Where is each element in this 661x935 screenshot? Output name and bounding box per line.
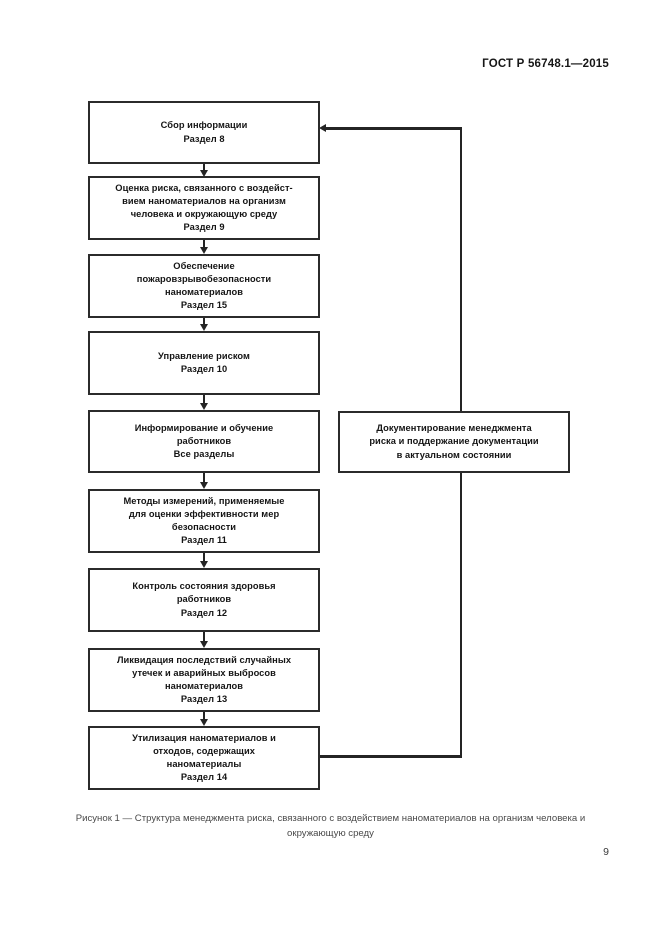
connector-1-to-2 bbox=[202, 164, 206, 171]
flow-node-documentation[interactable]: Документирование менеджмента риска и под… bbox=[338, 411, 570, 473]
connector-5-to-6 bbox=[202, 473, 206, 482]
connector-2-to-3 bbox=[202, 240, 206, 247]
flow-node-accident-response[interactable]: Ликвидация последствий случайных утечек … bbox=[88, 648, 320, 712]
flow-node-risk-management[interactable]: Управление риском Раздел 10 bbox=[88, 331, 320, 395]
flow-node-collect-information[interactable]: Сбор информации Раздел 8 bbox=[88, 101, 320, 164]
arrowhead-8-to-9 bbox=[199, 719, 208, 726]
flow-node-label: Ликвидация последствий случайных утечек … bbox=[116, 654, 292, 705]
flow-node-label: Контроль состояния здоровья работников Р… bbox=[132, 581, 276, 618]
connector-4-to-5 bbox=[202, 395, 206, 403]
page-number: 9 bbox=[603, 846, 609, 858]
connector-8-to-9 bbox=[202, 712, 206, 719]
flow-node-worker-information-training[interactable]: Информирование и обучение работников Все… bbox=[88, 410, 320, 473]
flow-node-fire-explosion-safety[interactable]: Обеспечение пожаровзрывобезопасности нан… bbox=[88, 254, 320, 318]
arrowhead-6-to-7 bbox=[199, 561, 208, 568]
connector-6-to-7 bbox=[202, 553, 206, 561]
arrowhead-2-to-3 bbox=[199, 247, 208, 254]
feedback-bottom-segment bbox=[313, 755, 462, 758]
arrowhead-5-to-6 bbox=[199, 482, 208, 489]
connector-7-to-8 bbox=[202, 632, 206, 641]
standard-header: ГОСТ Р 56748.1—2015 bbox=[482, 58, 609, 70]
flow-node-label: Документирование менеджмента риска и под… bbox=[369, 423, 539, 460]
flow-node-measurement-methods[interactable]: Методы измерений, применяемые для оценки… bbox=[88, 489, 320, 553]
connector-3-to-4 bbox=[202, 318, 206, 324]
feedback-top-segment bbox=[326, 127, 462, 130]
arrowhead-4-to-5 bbox=[199, 403, 208, 410]
flow-node-label: Сбор информации Раздел 8 bbox=[160, 120, 248, 144]
flow-node-waste-disposal[interactable]: Утилизация наноматериалов и отходов, сод… bbox=[88, 726, 320, 790]
arrowhead-3-to-4 bbox=[199, 324, 208, 331]
flow-node-label: Методы измерений, применяемые для оценки… bbox=[123, 495, 285, 546]
flow-node-risk-assessment[interactable]: Оценка риска, связанного с воздейст- вие… bbox=[88, 176, 320, 240]
flow-node-health-monitoring[interactable]: Контроль состояния здоровья работников Р… bbox=[88, 568, 320, 632]
arrowhead-7-to-8 bbox=[199, 641, 208, 648]
flow-node-label: Информирование и обучение работников Все… bbox=[134, 422, 274, 460]
flow-node-label: Управление риском Раздел 10 bbox=[158, 350, 250, 374]
arrowhead-feedback-to-collect-information bbox=[319, 124, 326, 132]
feedback-right-rail-upper bbox=[459, 127, 462, 412]
flow-node-label: Обеспечение пожаровзрывобезопасности нан… bbox=[136, 260, 272, 311]
figure-caption: Рисунок 1 — Структура менеджмента риска,… bbox=[75, 813, 586, 839]
flow-node-label: Оценка риска, связанного с воздейст- вие… bbox=[115, 182, 293, 233]
flow-node-label: Утилизация наноматериалов и отходов, сод… bbox=[132, 732, 276, 783]
feedback-right-rail-lower bbox=[459, 473, 462, 757]
arrowhead-1-to-2 bbox=[199, 170, 208, 177]
